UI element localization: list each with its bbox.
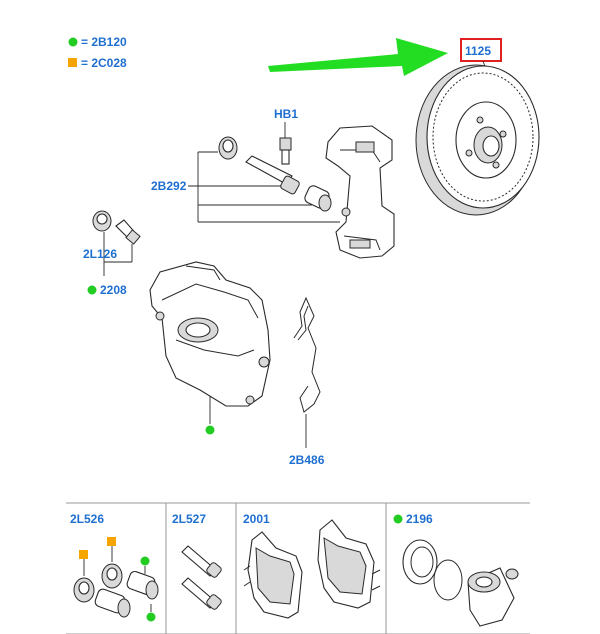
disc-highlight-box [460, 38, 502, 62]
green-arrow-icon [268, 38, 448, 76]
bleed-kit-green-dot-icon [87, 285, 97, 295]
kit-2l526-orange-square-icon [107, 537, 116, 546]
caliper-bracket[interactable] [325, 125, 395, 259]
kits-panel [66, 502, 530, 634]
caliper-housing[interactable] [149, 261, 271, 407]
disc-callout-label[interactable]: 1125 [465, 44, 491, 58]
bleed-screw-callout-label[interactable]: 2L126 [83, 247, 117, 261]
kit-2l526-parts[interactable] [73, 537, 159, 622]
kit-2196-seals-piston[interactable] [402, 539, 519, 627]
kit-2001-brake-pads[interactable] [243, 519, 381, 619]
bleed-screw-cap[interactable] [92, 210, 112, 232]
legend-orange-square-icon [68, 58, 77, 67]
kit-2l527-parts[interactable] [181, 545, 222, 610]
bleed-screw[interactable] [115, 219, 141, 245]
legend-green-label: = 2B120 [81, 35, 127, 49]
legend-green-dot-icon [68, 37, 78, 47]
kit-2196-green-dot-icon [393, 514, 403, 524]
kit-2l526-green-dot-icon [140, 556, 150, 566]
kit-2l526-green-dot-icon [146, 612, 156, 622]
brake-disc[interactable] [415, 64, 540, 216]
bolt-callout-label[interactable]: HB1 [274, 107, 298, 121]
spring-clip[interactable] [293, 296, 321, 413]
guide-pin-cap[interactable] [218, 136, 238, 160]
legend: = 2B120 = 2C028 [68, 35, 127, 70]
bleed-kit-callout-label[interactable]: 2208 [100, 283, 127, 297]
guide-pin[interactable] [245, 155, 300, 195]
caliper-bolt[interactable] [279, 137, 292, 165]
kit-2l526-label[interactable]: 2L526 [70, 512, 104, 526]
kit-2001-label[interactable]: 2001 [243, 512, 270, 526]
kit-2l526-orange-square-icon [79, 550, 88, 559]
kit-2l527-label[interactable]: 2L527 [172, 512, 206, 526]
caliper-green-dot-icon [205, 425, 215, 435]
guide-pins-callout-label[interactable]: 2B292 [151, 179, 187, 193]
legend-orange-label: = 2C028 [81, 56, 127, 70]
kit-2196-label[interactable]: 2196 [406, 512, 433, 526]
spring-clip-callout-label[interactable]: 2B486 [289, 453, 325, 467]
guide-pin-boot[interactable] [303, 184, 332, 212]
